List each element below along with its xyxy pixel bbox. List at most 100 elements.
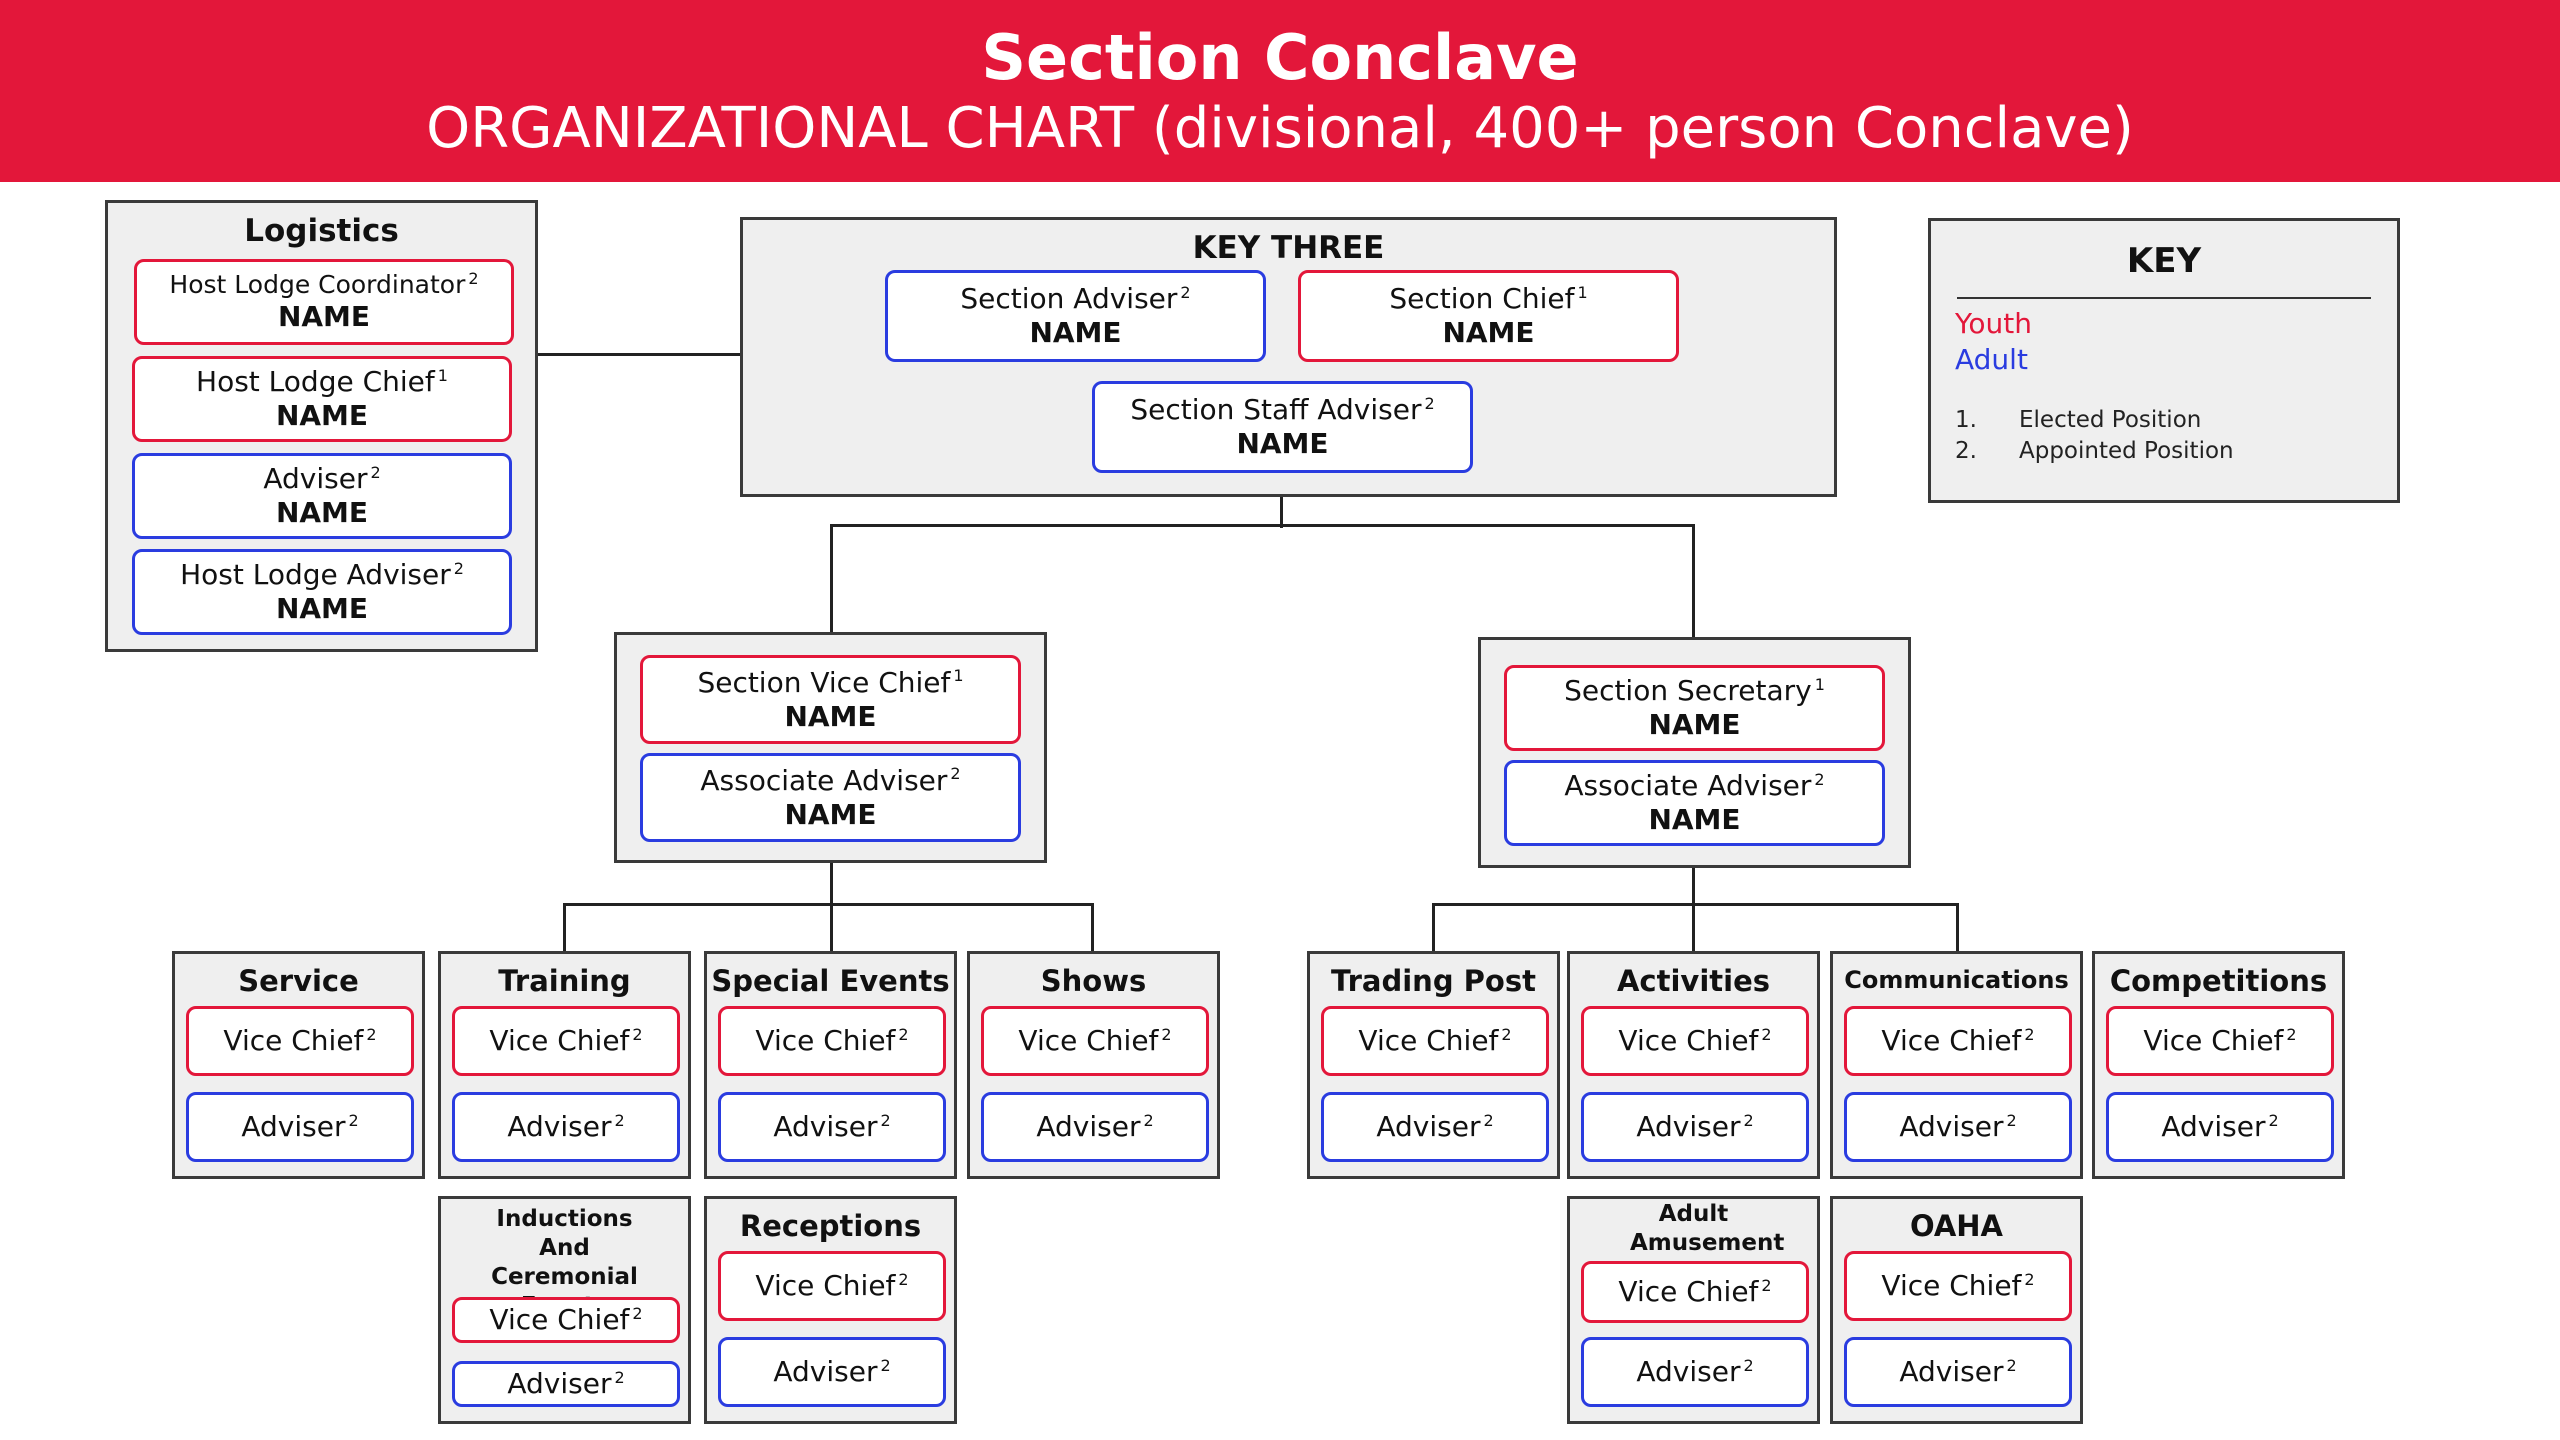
role-sup: 2 (1180, 282, 1191, 302)
role-label: Vice Chief (1358, 1024, 1499, 1057)
page-subtitle: ORGANIZATIONAL CHART (divisional, 400+ p… (426, 96, 2134, 161)
role-sup: 1 (953, 666, 964, 686)
connector-left-group-horizontal (563, 903, 1094, 906)
role-label: Host Lodge Coordinator (169, 270, 466, 299)
connector-shows (1091, 903, 1094, 953)
role-name: NAME (784, 797, 877, 831)
role-name: NAME (277, 300, 371, 333)
role-label: Vice Chief (223, 1024, 364, 1057)
role-name: NAME (1648, 708, 1741, 741)
connector-activities (1692, 903, 1695, 953)
role-sup: 2 (898, 1024, 909, 1044)
role-name: NAME (784, 699, 877, 733)
connector-split-horizontal (830, 524, 1695, 527)
role-sup: 2 (2006, 1110, 2017, 1130)
role-sup: 2 (348, 1110, 359, 1130)
committee-title: Training (498, 964, 631, 998)
key-item-text: Elected Position (2019, 407, 2202, 433)
role-label: Section Vice Chief (697, 665, 951, 699)
key-adult-label: Adult (1955, 343, 2028, 376)
role-sup: 2 (1501, 1024, 1512, 1044)
role-label: Adviser (1636, 1355, 1741, 1388)
connector-right-group-down (1692, 865, 1695, 903)
committee-title: Competitions (2109, 964, 2328, 998)
role-label: Vice Chief (2143, 1024, 2284, 1057)
role-sup: 2 (1143, 1110, 1154, 1130)
key-youth-label: Youth (1955, 307, 2032, 340)
role-sup: 2 (366, 1024, 377, 1044)
role-sup: 2 (632, 1024, 643, 1044)
role-label: Adviser (1899, 1110, 2004, 1143)
role-label: Vice Chief (1018, 1024, 1159, 1057)
role-sup: 2 (1814, 769, 1825, 789)
key-item-elected: 1.Elected Position (1955, 407, 2201, 433)
role-sup: 2 (2024, 1024, 2035, 1044)
committee-title: Activities (1616, 964, 1770, 998)
committee-title: Shows (1040, 964, 1147, 998)
role-label: Associate Adviser (700, 763, 948, 797)
role-sup: 1 (1814, 674, 1825, 694)
connector-special-events (830, 903, 833, 953)
role-label: Vice Chief (1618, 1024, 1759, 1057)
key-divider (1957, 297, 2371, 299)
role-sup: 2 (880, 1110, 891, 1130)
role-sup: 2 (1424, 393, 1435, 413)
key-title: KEY (2126, 241, 2202, 281)
key-three-title: KEY THREE (1192, 230, 1385, 266)
role-sup: 2 (950, 764, 961, 784)
role-label: Adviser (507, 1367, 612, 1400)
role-sup: 2 (1743, 1110, 1754, 1130)
role-label: Associate Adviser (1564, 769, 1812, 802)
connector-communications (1956, 903, 1959, 953)
role-sup: 2 (614, 1367, 625, 1387)
role-label: Adviser (773, 1355, 878, 1388)
role-sup: 2 (1161, 1024, 1172, 1044)
role-label: Section Chief (1389, 282, 1575, 315)
role-name: NAME (1029, 316, 1122, 349)
committee-title: Communications (1844, 966, 2069, 994)
role-sup: 2 (453, 558, 464, 578)
role-sup: 2 (880, 1355, 891, 1375)
role-sup: 2 (1483, 1110, 1494, 1130)
logistics-title: Logistics (244, 213, 399, 249)
committee-title: OAHA (1909, 1209, 2004, 1243)
role-label: Vice Chief (755, 1269, 896, 1302)
role-sup: 2 (468, 268, 479, 288)
role-label: Adviser (263, 462, 368, 495)
key-item-number: 2. (1955, 438, 1977, 464)
role-sup: 2 (2268, 1110, 2279, 1130)
role-label: Vice Chief (489, 1024, 630, 1057)
role-label: Adviser (507, 1110, 612, 1143)
role-label: Vice Chief (1881, 1269, 2022, 1302)
role-sup: 2 (2286, 1024, 2297, 1044)
role-sup: 2 (898, 1269, 909, 1289)
